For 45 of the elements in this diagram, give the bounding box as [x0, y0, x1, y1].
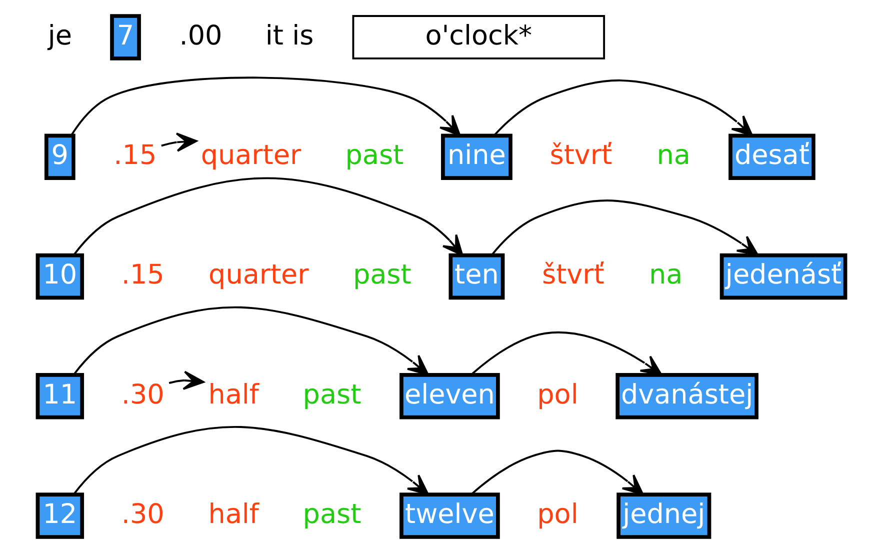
node-box: 10 — [35, 253, 84, 300]
node-box: desať — [728, 134, 815, 180]
label: štvrť — [542, 260, 604, 291]
arrow — [160, 132, 197, 152]
node-text: .30 — [120, 379, 164, 410]
label: na — [656, 140, 690, 171]
arrow — [70, 76, 460, 136]
arrow — [490, 200, 758, 256]
label: na — [648, 260, 682, 291]
label: pol — [536, 498, 578, 530]
label: past — [344, 140, 404, 171]
label: half — [208, 498, 258, 530]
label: štvrť — [549, 140, 612, 171]
arrow — [470, 450, 644, 496]
arrow — [72, 306, 428, 376]
label: pol — [536, 379, 578, 410]
node-box: 12 — [35, 492, 84, 539]
label: .00 — [178, 20, 222, 52]
node-text: half — [208, 379, 258, 410]
label: .15 — [120, 260, 164, 291]
label: quarter — [208, 260, 308, 291]
node-box: jedenásť — [719, 253, 847, 300]
node-box: jednej — [616, 492, 711, 539]
node-box: dvanástej — [615, 372, 758, 420]
node-box: eleven — [399, 372, 500, 420]
arrow — [168, 370, 204, 390]
arrow — [72, 426, 428, 496]
arrow — [470, 332, 662, 376]
label: it is — [264, 20, 314, 52]
node-box: o'clock* — [352, 15, 605, 60]
node-box: 11 — [35, 372, 84, 420]
label: past — [302, 379, 361, 410]
node-box: twelve — [399, 492, 500, 539]
arrow — [72, 177, 463, 256]
node-text: .15 — [113, 140, 156, 171]
label: past — [302, 498, 361, 530]
node-box: nine — [440, 134, 512, 180]
label: past — [352, 260, 411, 291]
arrow — [493, 79, 752, 136]
node-box: 9 — [44, 134, 75, 180]
label: .30 — [120, 498, 164, 530]
node-text: quarter — [200, 140, 301, 171]
node-box: 7 — [110, 14, 140, 60]
label: je — [47, 20, 72, 52]
node-box: ten — [448, 253, 504, 300]
